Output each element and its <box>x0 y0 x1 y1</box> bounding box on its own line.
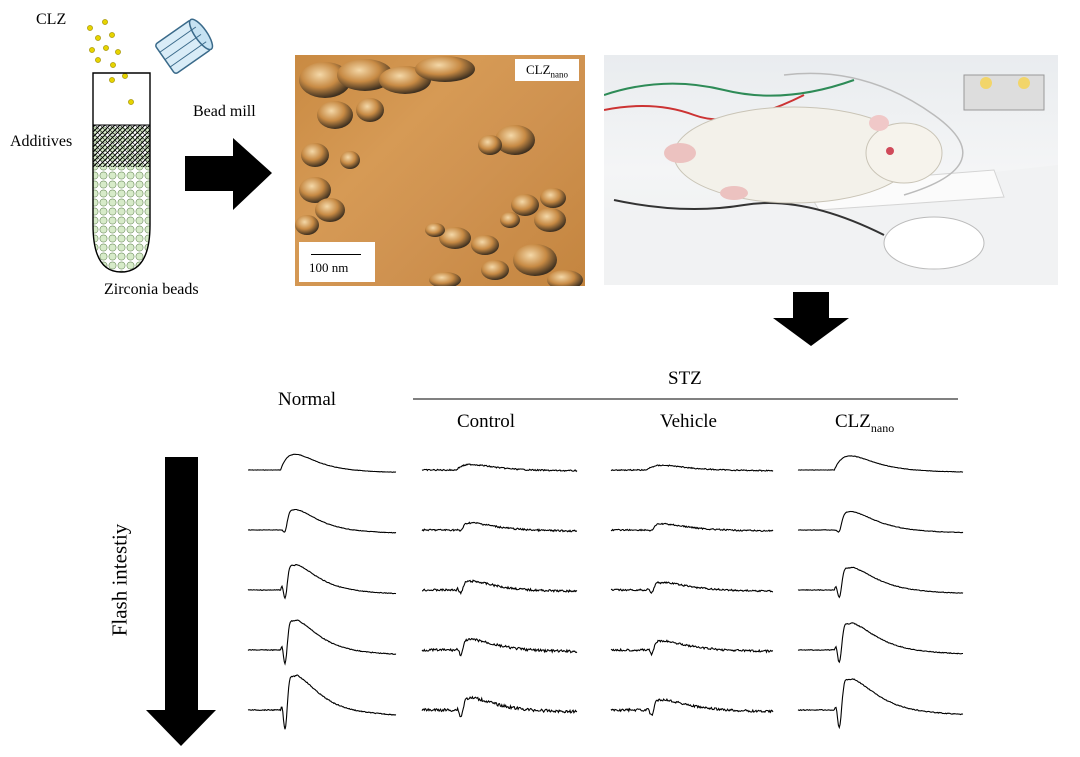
erg-trace <box>797 622 963 664</box>
afm-label: CLZnano <box>515 59 579 81</box>
erg-trace <box>248 453 397 473</box>
clz-label: CLZ <box>36 11 67 28</box>
erg-trace <box>610 639 774 657</box>
erg-trace <box>797 678 964 730</box>
erg-trace <box>247 508 397 534</box>
flash-intensity-label: Flash intestiy <box>107 523 132 637</box>
scale-bar: 100 nm <box>299 242 375 282</box>
flash-intensity-arrow-icon <box>146 457 216 746</box>
erg-trace <box>797 510 964 534</box>
erg-trace <box>421 463 578 473</box>
erg-trace <box>421 637 578 657</box>
erg-traces <box>247 453 964 730</box>
clz-particles <box>87 19 134 105</box>
vial-icon <box>155 18 214 74</box>
zirconia-beads-label: Zirconia beads <box>104 281 199 298</box>
erg-trace <box>610 698 774 717</box>
arrow-down-icon <box>773 292 849 346</box>
erg-trace <box>422 579 578 595</box>
normal-label: Normal <box>278 389 337 410</box>
erg-trace <box>247 619 397 666</box>
erg-trace <box>247 674 397 730</box>
erg-trace <box>247 564 397 600</box>
erg-trace <box>421 695 578 718</box>
erg-trace <box>610 464 774 472</box>
control-label: Control <box>457 411 516 432</box>
additives-label: Additives <box>10 133 73 150</box>
erg-trace <box>421 521 578 533</box>
erg-trace <box>610 581 774 594</box>
arrow-right-icon <box>185 138 272 210</box>
erg-trace <box>797 455 964 473</box>
afm-particles <box>295 56 583 286</box>
clz-nano-label: CLZnano <box>835 411 895 435</box>
erg-trace <box>610 522 774 532</box>
afm-image: CLZnano 100 nm <box>295 55 585 286</box>
bead-mill-label: Bead mill <box>193 103 256 120</box>
stz-label: STZ <box>668 368 702 389</box>
rat-photo <box>604 55 1058 285</box>
vehicle-label: Vehicle <box>660 411 717 432</box>
erg-trace <box>797 566 964 599</box>
bead-tube-icon <box>92 72 151 273</box>
